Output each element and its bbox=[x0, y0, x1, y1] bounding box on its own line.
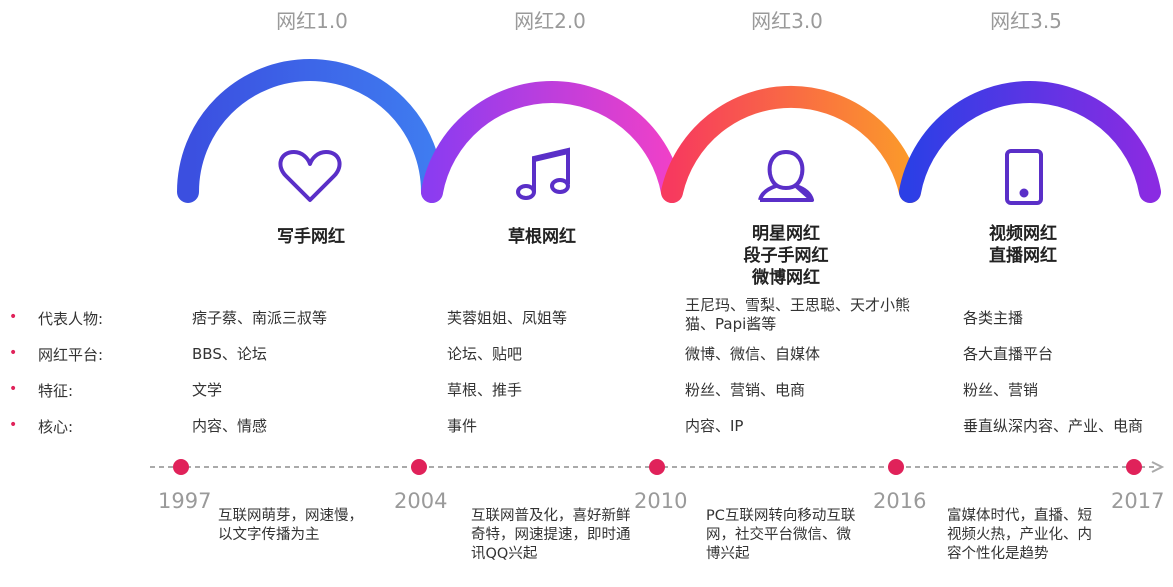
table-cell: 痞子蔡、南派三叔等 bbox=[192, 309, 328, 327]
period-description: PC互联网转向移动互联网，社交平台微信、微博兴起 bbox=[706, 508, 856, 562]
timeline-dot-2017 bbox=[1126, 459, 1142, 475]
era-title: 网红2.0 bbox=[514, 9, 586, 33]
table-cell: 各类主播 bbox=[963, 309, 1024, 327]
table-cell: 内容、情感 bbox=[192, 417, 268, 435]
timeline-arrow bbox=[1151, 461, 1165, 473]
era-type-list: 写手网红 bbox=[211, 226, 411, 248]
timeline-dot-2010 bbox=[649, 459, 665, 475]
table-cell: 芙蓉姐姐、凤姐等 bbox=[447, 309, 568, 327]
row-label: 特征: bbox=[38, 382, 74, 400]
era3-arc bbox=[661, 85, 921, 203]
timeline-dot-1997 bbox=[173, 459, 189, 475]
row-bullet: • bbox=[9, 345, 18, 361]
timeline-year: 2004 bbox=[394, 489, 448, 513]
period-description: 富媒体时代，直播、短视频火热，产业化、内容个性化是趋势 bbox=[947, 508, 1092, 562]
era2-arc bbox=[421, 81, 683, 203]
era-type-list: 视频网红 直播网红 bbox=[923, 223, 1123, 267]
row-bullet: • bbox=[9, 417, 18, 433]
era-type: 写手网红 bbox=[277, 227, 345, 247]
table-cell: 粉丝、营销、电商 bbox=[685, 381, 806, 399]
row-label: 代表人物: bbox=[38, 310, 104, 328]
timeline-year: 1997 bbox=[158, 489, 212, 513]
table-cell: 草根、推手 bbox=[447, 381, 523, 399]
table-cell: 微博、微信、自媒体 bbox=[685, 345, 821, 363]
table-cell: 事件 bbox=[447, 417, 478, 435]
heart-icon bbox=[278, 150, 342, 202]
era1-arc bbox=[177, 59, 443, 203]
era-type-list: 草根网红 bbox=[442, 226, 642, 248]
row-label: 核心: bbox=[38, 418, 74, 436]
period-description: 互联网普及化，喜好新鲜奇特，网速提速，即时通讯QQ兴起 bbox=[471, 508, 631, 562]
era-title: 网红1.0 bbox=[276, 9, 348, 33]
era-title: 网红3.5 bbox=[990, 9, 1062, 33]
row-bullet: • bbox=[9, 381, 18, 397]
timeline-year: 2017 bbox=[1111, 489, 1165, 513]
user-icon bbox=[758, 150, 814, 202]
era-type: 段子手网红 bbox=[743, 246, 829, 266]
timeline-year: 2010 bbox=[634, 489, 688, 513]
row-bullet: • bbox=[9, 309, 18, 325]
table-cell: 内容、IP bbox=[685, 417, 744, 435]
table-cell: 垂直纵深内容、产业、电商 bbox=[963, 417, 1144, 435]
row-label: 网红平台: bbox=[38, 346, 104, 364]
table-cell: 文学 bbox=[192, 381, 223, 399]
era-type: 视频网红 bbox=[989, 224, 1057, 244]
era-type: 直播网红 bbox=[989, 246, 1057, 266]
timeline-dot-2004 bbox=[411, 459, 427, 475]
table-cell: BBS、论坛 bbox=[192, 345, 267, 363]
era-type: 草根网红 bbox=[508, 227, 576, 247]
table-cell: 王尼玛、雪梨、王思聪、天才小熊猫、Papi酱等 bbox=[685, 296, 911, 333]
era-type-list: 明星网红 段子手网红 微博网红 bbox=[686, 223, 886, 289]
era-title: 网红3.0 bbox=[751, 9, 823, 33]
table-cell: 粉丝、营销 bbox=[963, 381, 1039, 399]
period-description: 互联网萌芽，网速慢，以文字传播为主 bbox=[218, 508, 363, 543]
timeline-dot-2016 bbox=[888, 459, 904, 475]
timeline-year: 2016 bbox=[873, 489, 927, 513]
table-cell: 各大直播平台 bbox=[963, 345, 1054, 363]
era-type: 明星网红 bbox=[752, 224, 820, 244]
era4-arc bbox=[899, 81, 1161, 203]
music-note-icon bbox=[516, 147, 570, 200]
phone-icon bbox=[1005, 149, 1043, 205]
era-type: 微博网红 bbox=[752, 268, 820, 288]
table-cell: 论坛、贴吧 bbox=[447, 345, 523, 363]
